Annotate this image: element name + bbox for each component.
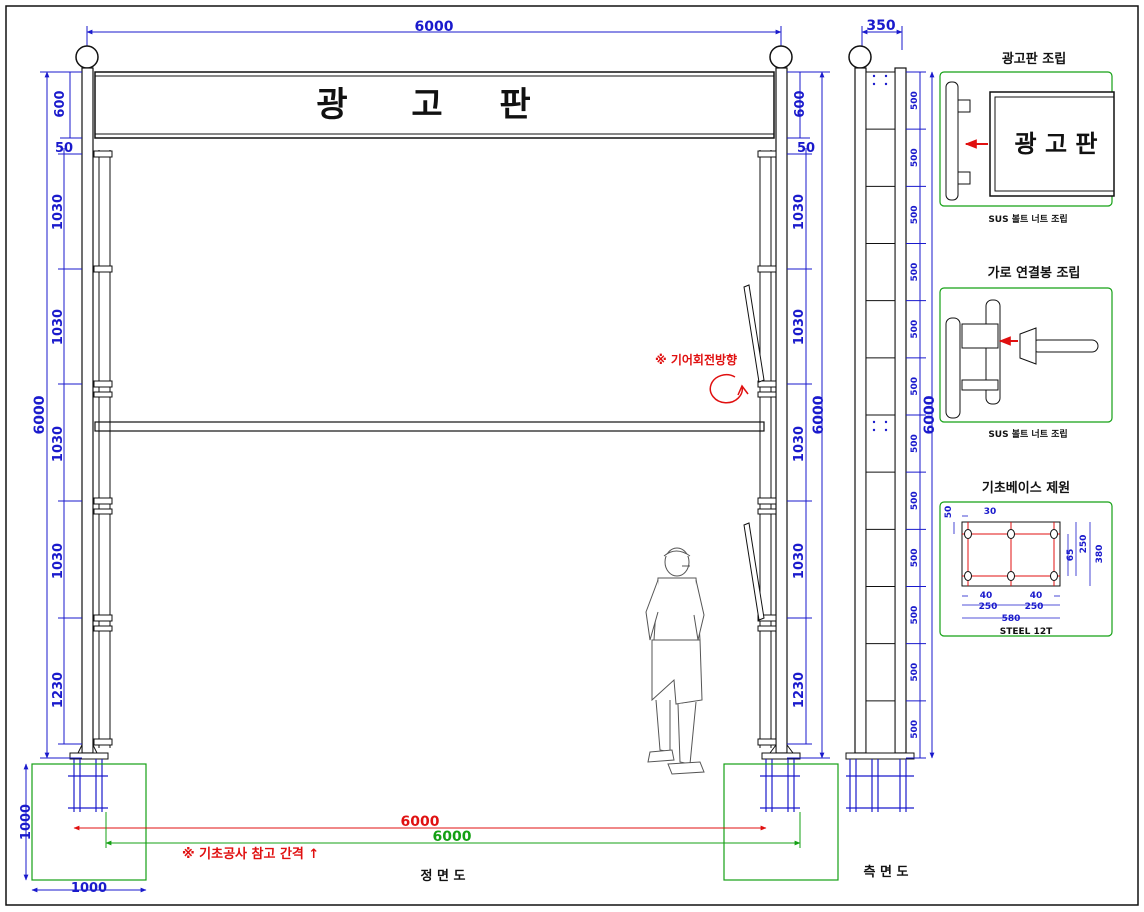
front-top-dim: 6000 xyxy=(415,19,454,35)
base-dim-40-left: 40 xyxy=(980,591,993,601)
side-view-caption: 측 면 도 xyxy=(864,864,909,880)
side-post-front xyxy=(854,67,867,754)
base-dim-250-left: 250 xyxy=(979,602,998,612)
front-left-dim-1030-d: 1030 xyxy=(51,543,66,579)
right-finial xyxy=(769,45,793,69)
detail-bar-box xyxy=(939,287,1113,423)
side-segment-dim: 500 xyxy=(910,91,920,110)
base-dim-250-right: 250 xyxy=(1025,602,1044,612)
left-foundation xyxy=(31,763,147,881)
front-left-dim-600: 600 xyxy=(53,90,68,117)
detail-sign-title: 광고판 조립 xyxy=(1002,51,1066,67)
post-base-plates xyxy=(69,743,801,760)
base-dim-40-right: 40 xyxy=(1030,591,1043,601)
side-post-back xyxy=(894,67,907,754)
base-dim-580: 580 xyxy=(1002,614,1021,624)
red-spacing-dim: 6000 xyxy=(401,814,440,830)
front-view-caption: 정 면 도 xyxy=(421,868,466,884)
base-dim-250-vertical: 250 xyxy=(1079,535,1089,554)
side-segment-dim: 500 xyxy=(910,720,920,739)
side-segment-dim: 500 xyxy=(910,148,920,167)
front-left-dim-1030-c: 1030 xyxy=(51,426,66,462)
front-right-dim-1230: 1230 xyxy=(792,672,807,708)
sign-char-2: 고 xyxy=(411,85,442,125)
sign-char-1: 광 xyxy=(316,85,347,125)
detail-sign-text: 광 고 판 xyxy=(1015,130,1098,158)
side-segment-dim: 500 xyxy=(910,434,920,453)
foundation-note: ※ 기초공사 참고 간격 ↑ xyxy=(182,846,319,862)
front-right-dim-1030-d: 1030 xyxy=(792,543,807,579)
foundation-width-dim: 1000 xyxy=(71,881,107,896)
front-left-dim-1030-a: 1030 xyxy=(51,194,66,230)
front-right-total: 6000 xyxy=(811,395,827,434)
front-view: 6000 광 고 판 xyxy=(19,19,839,896)
side-segment-dim: 500 xyxy=(910,663,920,682)
right-post xyxy=(775,67,788,754)
front-left-dim-1030-b: 1030 xyxy=(51,309,66,345)
detail-base-caption: STEEL 12T xyxy=(1000,627,1053,637)
detail-bar-caption: SUS 볼트 너트 조립 xyxy=(988,428,1067,440)
rotation-arrow-icon xyxy=(709,374,744,404)
sign-board xyxy=(94,71,775,139)
detail-base-title: 기초베이스 제원 xyxy=(982,480,1070,496)
side-finial xyxy=(848,45,872,69)
green-spacing-dim: 6000 xyxy=(433,829,472,845)
drawing-border xyxy=(5,5,1139,906)
base-dim-50: 50 xyxy=(944,506,954,519)
detail-base-box xyxy=(939,501,1113,637)
anchor-bolts xyxy=(68,759,800,812)
right-foundation xyxy=(723,763,839,881)
front-right-dim-1030-a: 1030 xyxy=(792,194,807,230)
detail-panels: 광고판 조립 광 고 판 SUS 볼트 너트 조립 가로 연결봉 조립 SUS … xyxy=(939,51,1115,637)
base-dim-380: 380 xyxy=(1095,545,1105,564)
front-right-dim-1030-b: 1030 xyxy=(792,309,807,345)
base-dim-30: 30 xyxy=(984,507,997,517)
left-post xyxy=(81,67,94,754)
horizontal-bar xyxy=(94,421,765,432)
side-segment-dim: 500 xyxy=(910,377,920,396)
side-total-dim: 6000 xyxy=(922,395,938,434)
front-left-total: 6000 xyxy=(32,395,48,434)
human-scale-figure xyxy=(645,547,705,775)
side-view: 350 500 500 500 500 500 500 500 500 500 500 500 500… xyxy=(845,18,938,880)
front-left-dim-1230: 1230 xyxy=(51,672,66,708)
rotation-note: ※ 기어회전방향 xyxy=(655,352,737,367)
front-right-dim-50: 50 xyxy=(797,141,815,156)
side-segment-dim: 500 xyxy=(910,263,920,282)
front-left-dim-50: 50 xyxy=(55,141,73,156)
detail-bar-title: 가로 연결봉 조립 xyxy=(988,265,1081,281)
side-segment-dim: 500 xyxy=(910,320,920,339)
side-segment-dim: 500 xyxy=(910,606,920,625)
louver-leaf-upper xyxy=(743,284,765,383)
base-dim-65: 65 xyxy=(1066,549,1076,562)
side-segment-dim: 500 xyxy=(910,206,920,225)
detail-sign-caption: SUS 볼트 너트 조립 xyxy=(988,213,1067,225)
side-top-dim: 350 xyxy=(866,18,895,34)
foundation-height-dim: 1000 xyxy=(19,804,34,840)
sign-char-3: 판 xyxy=(499,85,530,125)
louver-leaf-lower xyxy=(743,522,765,621)
side-segment-dim: 500 xyxy=(910,491,920,510)
side-segment-dim: 500 xyxy=(910,549,920,568)
left-finial xyxy=(75,45,99,69)
front-right-dim-600: 600 xyxy=(793,90,808,117)
front-right-dim-1030-c: 1030 xyxy=(792,426,807,462)
